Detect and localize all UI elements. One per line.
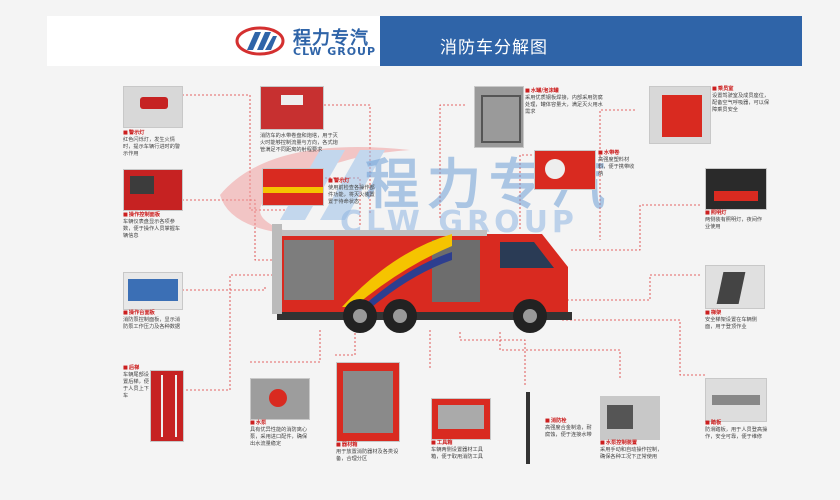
- thumb-step-board: [705, 378, 767, 422]
- brand-name-en: CLW GROUP: [293, 45, 377, 58]
- thumb-cab: [649, 86, 711, 144]
- brand-name-cn: 程力专汽: [293, 28, 369, 49]
- fire-truck-illustration: [272, 224, 572, 333]
- thumb-monitor: [260, 86, 324, 130]
- thumb-warning-light: [123, 86, 183, 128]
- thumb-equipment-box: [336, 362, 400, 442]
- thumb-console: [123, 169, 183, 211]
- thumb-ladder-rack: [705, 265, 765, 309]
- thumb-hydrant: [522, 392, 534, 464]
- thumb-pump-control: [600, 396, 660, 440]
- thumb-toolbox: [431, 398, 491, 440]
- caption-2: 消防车的水带卷盘和炮塔，用于灭火时能够控制流量与方向，各式炮管满足不同距离的射程…: [260, 133, 338, 153]
- page-title: 消防车分解图: [440, 38, 548, 58]
- thumb-hose-reel: [262, 168, 324, 206]
- logo-box: [47, 16, 380, 66]
- thumb-pump: [250, 378, 310, 420]
- thumb-pump-panel: [123, 272, 183, 310]
- thumb-hose-roll: [534, 150, 596, 190]
- clw-logo-icon: [235, 26, 285, 56]
- thumb-rear-ladder: [150, 370, 184, 442]
- thumb-tank-interior: [474, 86, 524, 148]
- thumb-light: [705, 168, 767, 210]
